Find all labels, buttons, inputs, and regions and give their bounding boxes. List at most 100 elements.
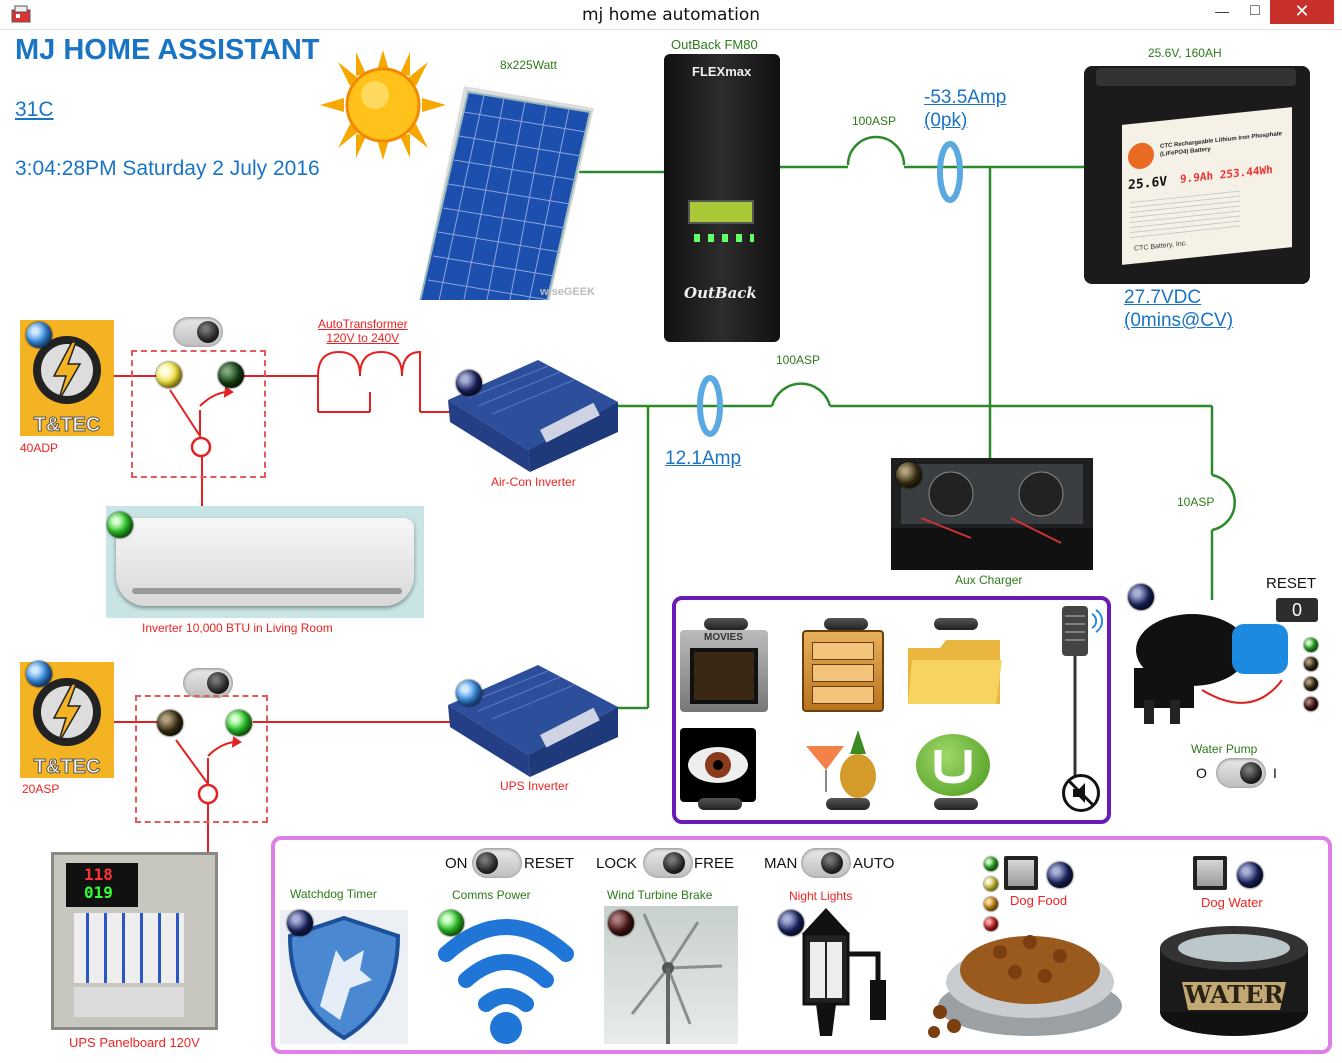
controller-logo: OutBack	[684, 284, 757, 302]
solar-panel[interactable]: wiseGEEK	[404, 78, 604, 368]
close-button[interactable]: ✕	[1270, 0, 1334, 24]
ups-toggle[interactable]	[183, 668, 233, 698]
aux-charger-label: Aux Charger	[955, 573, 1023, 587]
folder-icon[interactable]	[906, 638, 1004, 706]
utorrent-pill[interactable]	[934, 798, 978, 810]
comms-power-led	[438, 910, 464, 936]
wind-turbine-label: Wind Turbine Brake	[607, 888, 713, 902]
brake-switch-left-label: LOCK	[596, 855, 637, 872]
battery[interactable]: CTC Rechargeable Lithium Iron Phosphate …	[1084, 66, 1310, 284]
aircon-led	[107, 512, 133, 538]
aux-charger[interactable]	[891, 458, 1093, 570]
movies-pill[interactable]	[704, 618, 748, 630]
charge-controller-label: OutBack FM80	[671, 37, 758, 52]
cocktail-app-icon[interactable]	[800, 726, 884, 800]
minimize-button[interactable]: —	[1215, 3, 1229, 19]
aircon-inverter-label: Air-Con Inverter	[491, 475, 576, 489]
dog-food-level-led-4	[984, 917, 998, 931]
battery-voltage-link[interactable]: 27.7VDC	[1124, 287, 1202, 308]
wind-turbine-led	[608, 910, 634, 936]
ttec-brand-40a: T&TEC	[33, 414, 101, 437]
eye-app-icon[interactable]	[680, 728, 756, 802]
water-pump-toggle[interactable]	[1216, 758, 1266, 788]
eye-pill[interactable]	[698, 798, 742, 810]
dog-food-button[interactable]	[1004, 856, 1038, 890]
brake-switch-right-label: FREE	[694, 855, 735, 872]
supply-led-20a	[26, 661, 52, 687]
pump-switch-off-label: O	[1196, 765, 1207, 781]
air-conditioner[interactable]	[106, 506, 424, 618]
aircon-switch-box	[131, 350, 266, 478]
panel-meter-bottom: 019	[84, 883, 113, 902]
inverter-current-link[interactable]: 12.1Amp	[665, 448, 742, 469]
controller-buttons	[694, 234, 754, 242]
lights-switch-right-label: AUTO	[853, 855, 895, 872]
files-pill[interactable]	[824, 618, 868, 630]
breaker-mid-label: 100ASP	[776, 353, 821, 367]
controller-brand: FLEXmax	[692, 64, 752, 79]
maximize-button[interactable]: □	[1250, 2, 1260, 19]
aircon-inverter-led	[456, 370, 482, 396]
lights-toggle[interactable]	[801, 848, 851, 878]
water-pump-label: Water Pump	[1191, 742, 1258, 756]
dog-food-level-led-2	[984, 877, 998, 891]
dog-water-led	[1237, 862, 1263, 888]
ups-switch-box	[135, 695, 268, 823]
battery-sticker-line2: 25.6V	[1128, 174, 1168, 194]
charge-controller[interactable]: FLEXmax OutBack	[664, 54, 780, 342]
app-icon[interactable]	[10, 4, 32, 24]
wifi-icon[interactable]	[432, 906, 580, 1048]
watchdog-label: Watchdog Timer	[290, 887, 377, 901]
window-title: mj home automation	[581, 5, 761, 25]
battery-current-peak-link[interactable]: (0pk)	[924, 110, 968, 131]
breaker-pump-label: 10ASP	[1177, 495, 1215, 509]
night-lights-label: Night Lights	[789, 889, 853, 903]
comms-toggle[interactable]	[472, 848, 522, 878]
pump-status-led-4	[1304, 697, 1318, 711]
brake-toggle[interactable]	[643, 848, 693, 878]
aircon-inverter[interactable]	[448, 360, 618, 472]
water-bowl-text: WATER	[1184, 980, 1284, 1009]
supply-40a-label: 40ADP	[20, 441, 59, 455]
utorrent-app-icon[interactable]	[916, 734, 990, 796]
ttec-logo-20a: T&TEC	[20, 662, 114, 779]
comms-switch-left-label: ON	[445, 855, 468, 872]
battery-sticker: CTC Rechargeable Lithium Iron Phosphate …	[1122, 107, 1292, 265]
dog-food-level-led-3	[984, 897, 998, 911]
lantern-icon[interactable]	[776, 904, 890, 1046]
temperature-link[interactable]: 31C	[15, 98, 54, 121]
dog-water-button[interactable]	[1193, 856, 1227, 890]
pump-reset-counter[interactable]: 0	[1276, 598, 1318, 622]
ups-panelboard[interactable]: 118 019	[51, 852, 218, 1030]
folder-pill[interactable]	[934, 618, 978, 630]
aircon-label: Inverter 10,000 BTU in Living Room	[142, 621, 333, 635]
ups-inverter[interactable]	[448, 665, 618, 777]
lights-switch-left-label: MAN	[764, 855, 798, 872]
battery-sticker-line1: CTC Rechargeable Lithium Iron Phosphate …	[1160, 131, 1283, 158]
volume-slider[interactable]	[1060, 600, 1104, 818]
supply-20a-label: 20ASP	[22, 782, 60, 796]
file-cabinet-icon[interactable]	[802, 630, 884, 712]
water-pump[interactable]	[1122, 580, 1292, 730]
battery-cv-link[interactable]: (0mins@CV)	[1124, 310, 1234, 331]
cocktail-pill[interactable]	[826, 798, 870, 810]
movies-app-icon[interactable]: MOVIES	[680, 630, 768, 712]
mute-icon[interactable]	[1062, 774, 1100, 812]
autotransformer-label: AutoTransformer 120V to 240V	[318, 317, 408, 345]
dog-food-bowl-icon[interactable]	[920, 912, 1126, 1044]
dog-water-bowl-icon[interactable]: WATER	[1156, 918, 1312, 1038]
aircon-toggle[interactable]	[173, 317, 223, 347]
battery-spec-label: 25.6V, 160AH	[1148, 46, 1222, 60]
aux-charger-led	[896, 462, 922, 488]
dog-food-label: Dog Food	[1010, 893, 1068, 908]
controller-lcd	[688, 200, 754, 224]
ups-led-right	[226, 710, 252, 736]
title-bar: mj home automation — □ ✕	[0, 0, 1342, 30]
datetime-text: 3:04:28PM Saturday 2 July 2016	[15, 157, 320, 180]
bottom-panel	[271, 836, 1332, 1054]
battery-current-link[interactable]: -53.5Amp	[924, 87, 1007, 108]
night-lights-led	[778, 910, 804, 936]
pump-status-led-3	[1304, 677, 1318, 691]
pump-status-led-1	[1304, 638, 1318, 652]
sun-icon	[320, 50, 446, 160]
